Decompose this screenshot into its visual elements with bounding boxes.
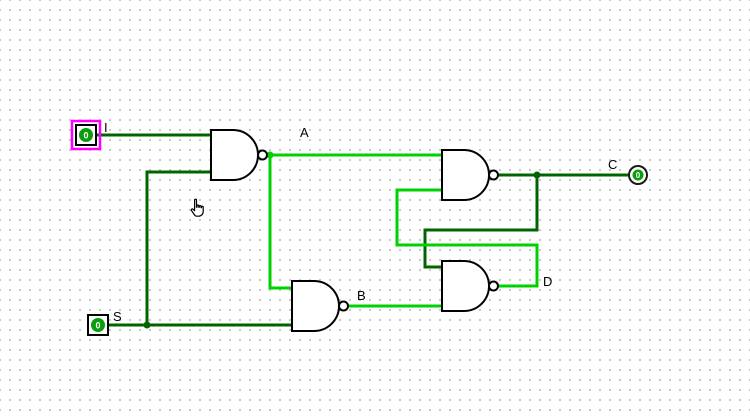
input-pin-i[interactable]: 0	[70, 119, 102, 151]
output-pin-c-value: 0	[636, 171, 641, 180]
nand-gate-4-bubble	[488, 280, 499, 292]
input-pin-s-value-dot	[91, 318, 105, 332]
junction-dot-a	[266, 151, 274, 159]
label-net-d: D	[543, 274, 552, 289]
nand-gate-4-body[interactable]	[441, 260, 490, 312]
junction-dot-c	[533, 171, 541, 179]
nand-gate-1-bubble	[257, 149, 268, 161]
wire-d-feedback-to-gate3[interactable]	[395, 188, 539, 288]
nand-gate-1-body[interactable]	[210, 129, 259, 181]
label-output-c: C	[608, 157, 617, 172]
label-input-s: S	[113, 309, 122, 324]
nand-gate-3-body[interactable]	[441, 149, 490, 201]
nand-gate-1[interactable]	[210, 129, 268, 181]
nand-gate-3[interactable]	[441, 149, 499, 201]
input-pin-s-value: 0	[95, 320, 100, 330]
label-input-i: I	[104, 120, 108, 135]
selection-box	[70, 119, 102, 151]
nand-gate-2-body[interactable]	[291, 280, 340, 332]
output-pin-c[interactable]: 0	[628, 165, 648, 185]
input-pin-i-value: 0	[83, 130, 88, 140]
nand-gate-2[interactable]	[291, 280, 349, 332]
nand-gate-3-bubble	[488, 169, 499, 181]
input-pin-s[interactable]: 0	[87, 314, 109, 336]
output-pin-c-value-dot	[632, 169, 644, 181]
nand-gate-2-bubble	[338, 300, 349, 312]
cursor-hand-icon	[190, 198, 204, 217]
wire-c-feedback-to-gate4[interactable]	[423, 175, 539, 269]
input-pin-i-value-dot	[79, 128, 93, 142]
junction-dot-s	[143, 321, 151, 329]
wire-s-branch-to-gate1[interactable]	[145, 170, 211, 325]
nand-gate-4[interactable]	[441, 260, 499, 312]
label-net-a: A	[300, 125, 309, 140]
label-net-b: B	[357, 288, 366, 303]
wire-a-branch-to-gate2[interactable]	[268, 155, 292, 290]
